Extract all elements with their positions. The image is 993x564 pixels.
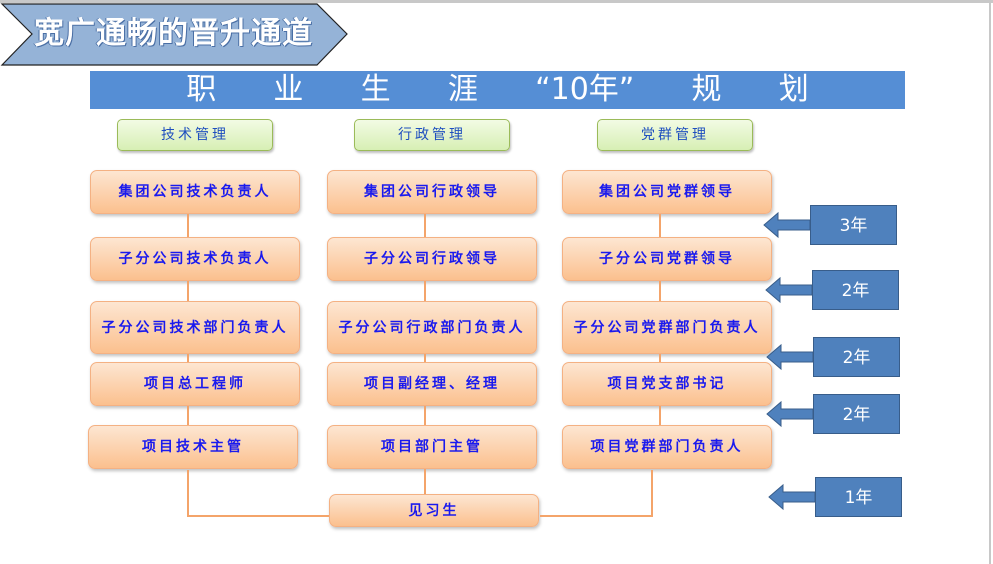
category-tech: 技术管理 [117,119,273,151]
position-box: 子分公司行政领导 [327,237,537,281]
category-party: 党群管理 [597,119,753,151]
duration-box: 2年 [812,270,899,310]
position-box: 项目党支部书记 [562,362,772,406]
connector-arrow [659,281,661,301]
left-arrow-icon [766,343,814,371]
duration-box: 2年 [813,337,900,377]
connector-arrow [187,214,189,237]
left-arrow-icon [768,483,816,511]
connector-arrow [424,354,426,362]
position-box: 子分公司党群部门负责人 [562,301,772,354]
connector-arrow [424,214,426,237]
connector [651,470,653,516]
position-box: 子分公司技术部门负责人 [90,301,300,354]
duration-box: 3年 [810,205,897,245]
position-box: 子分公司行政部门负责人 [327,301,537,354]
connector-arrow [659,406,661,425]
banner-title: 职 业 生 涯 “10年” 规 划 [90,71,905,109]
left-arrow-icon [765,276,813,304]
connector-arrow [187,354,189,362]
right-border [989,0,991,564]
category-admin: 行政管理 [354,119,510,151]
connector-arrow [424,406,426,425]
title-chevron [0,3,348,66]
position-box: 项目总工程师 [90,362,300,406]
connector-arrow [424,281,426,301]
connector [540,515,653,517]
position-box: 项目技术主管 [88,425,298,469]
position-box: 项目党群部门负责人 [562,425,772,469]
position-box: 项目部门主管 [327,425,537,469]
connector-arrow [187,406,189,425]
position-box: 项目副经理、经理 [327,362,537,406]
top-border [0,0,993,3]
position-box: 集团公司党群领导 [562,170,772,214]
left-arrow-icon [763,211,811,239]
position-box: 集团公司行政领导 [327,170,537,214]
position-box: 集团公司技术负责人 [90,170,300,214]
left-arrow-icon [766,400,814,428]
connector-arrow [659,214,661,237]
duration-box: 1年 [815,477,902,517]
connector-arrow [424,469,426,494]
connector-arrow [187,281,189,301]
page-title: 宽广通畅的晋升通道 [34,16,313,51]
position-box: 子分公司党群领导 [562,237,772,281]
connector [187,515,329,517]
intern-box: 见习生 [329,494,539,527]
connector [187,470,189,516]
position-box: 子分公司技术负责人 [90,237,300,281]
duration-box: 2年 [813,394,900,434]
connector-arrow [659,354,661,362]
